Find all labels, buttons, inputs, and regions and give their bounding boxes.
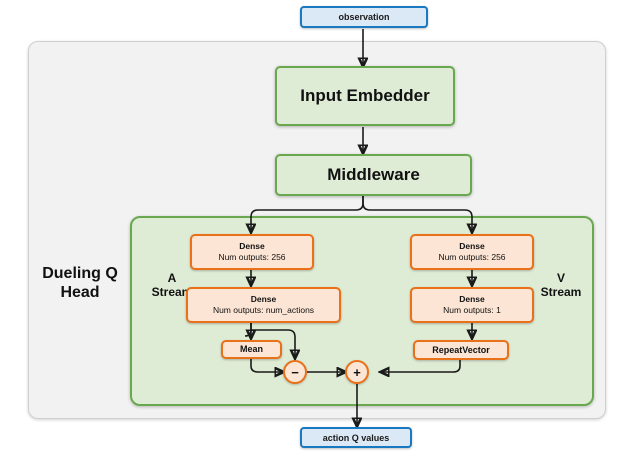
action-q-values-label: action Q values xyxy=(322,432,390,443)
v-stream-dense-256-node[interactable]: Dense Num outputs: 256 xyxy=(410,234,534,270)
dueling-q-head-label-line1: Dueling Q xyxy=(42,265,118,282)
v-stream-label-line2: Stream xyxy=(540,285,582,300)
mean-node[interactable]: Mean xyxy=(221,340,282,359)
edge-middleware-to-v-dense1 xyxy=(362,196,472,232)
edge-repeatvector-to-add xyxy=(381,360,461,372)
repeat-vector-label: RepeatVector xyxy=(432,344,490,355)
repeat-vector-node[interactable]: RepeatVector xyxy=(413,340,509,360)
input-embedder-label: Input Embedder xyxy=(300,86,430,105)
dueling-q-head-label-line2: Head xyxy=(60,283,100,301)
add-operator[interactable]: + xyxy=(345,360,369,384)
dueling-q-head-label: Dueling Q Head xyxy=(30,265,130,303)
observation-label: observation xyxy=(338,12,390,22)
middleware-label: Middleware xyxy=(327,165,420,184)
v-stream-dense-1-sub: Num outputs: 1 xyxy=(443,305,501,315)
v-stream-dense-1-title: Dense xyxy=(459,294,485,304)
v-stream-dense-1-node[interactable]: Dense Num outputs: 1 xyxy=(410,287,534,323)
add-operator-symbol: + xyxy=(353,364,361,380)
a-stream-dense-num-actions-title: Dense xyxy=(250,294,277,304)
a-stream-dense-256-node[interactable]: Dense Num outputs: 256 xyxy=(190,234,314,270)
v-stream-dense-256-sub: Num outputs: 256 xyxy=(438,252,506,262)
action-q-values-node[interactable]: action Q values xyxy=(300,427,412,448)
a-stream-dense-256-title: Dense xyxy=(239,241,265,251)
mean-label: Mean xyxy=(239,344,263,354)
subtract-operator-symbol: − xyxy=(291,364,299,380)
a-stream-dense-num-actions-node[interactable]: Dense Num outputs: num_actions xyxy=(186,287,341,323)
v-stream-dense-256-title: Dense xyxy=(459,241,485,251)
v-stream-label: V Stream xyxy=(527,271,595,299)
middleware-node[interactable]: Middleware xyxy=(275,154,472,196)
input-embedder-node[interactable]: Input Embedder xyxy=(275,66,455,126)
subtract-operator[interactable]: − xyxy=(283,360,307,384)
edge-a-dense2-to-subtract xyxy=(251,329,295,358)
a-stream-label: A Stream xyxy=(138,271,206,299)
edge-mean-to-subtract xyxy=(250,358,283,372)
a-stream-dense-256-sub: Num outputs: 256 xyxy=(218,252,286,262)
a-stream-label-line1: A xyxy=(167,271,177,285)
a-stream-label-line2: Stream xyxy=(151,285,193,300)
observation-node[interactable]: observation xyxy=(300,6,428,28)
v-stream-label-line1: V xyxy=(556,271,565,285)
edge-middleware-to-a-dense1 xyxy=(251,196,364,232)
a-stream-dense-num-actions-sub: Num outputs: num_actions xyxy=(212,305,315,315)
edge-a-dense2-to-mean xyxy=(244,323,252,337)
